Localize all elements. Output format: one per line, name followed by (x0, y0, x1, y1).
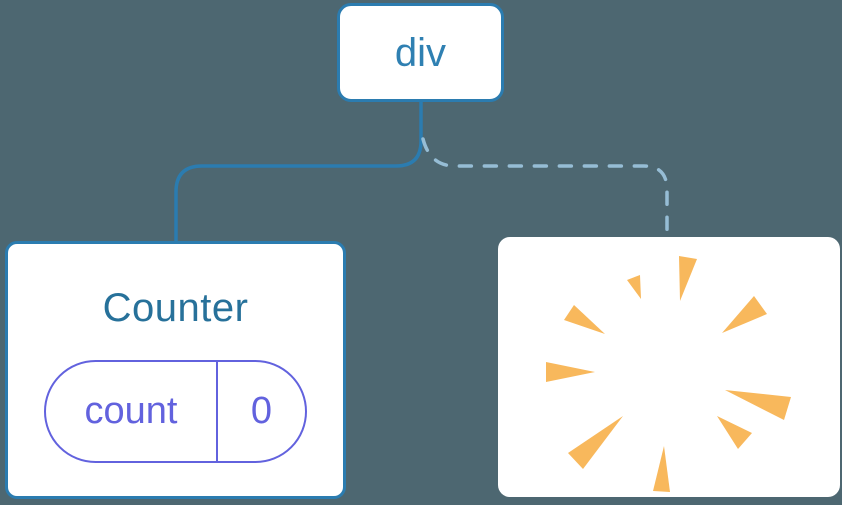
solid-connector-line (174, 99, 423, 244)
poof-burst-icon (546, 256, 791, 492)
poof-ray (546, 362, 595, 382)
state-pill: count 0 (44, 360, 307, 463)
counter-node-card: Counter count 0 (5, 241, 346, 499)
poof-ray (725, 390, 791, 420)
root-node-label: div (394, 30, 447, 75)
root-node-card: div (337, 3, 504, 102)
poof-ray (717, 416, 752, 449)
poof-ray (722, 296, 767, 333)
state-value: 0 (250, 390, 273, 432)
dashed-connector-line (421, 137, 669, 240)
removed-node-card (498, 237, 840, 497)
poof-ray (568, 416, 623, 469)
poof-ray (564, 305, 605, 334)
poof-ray (653, 446, 670, 492)
poof-ray (679, 256, 697, 301)
state-key: count (46, 362, 218, 461)
poof-ray (627, 275, 641, 299)
counter-node-title: Counter (102, 286, 249, 330)
